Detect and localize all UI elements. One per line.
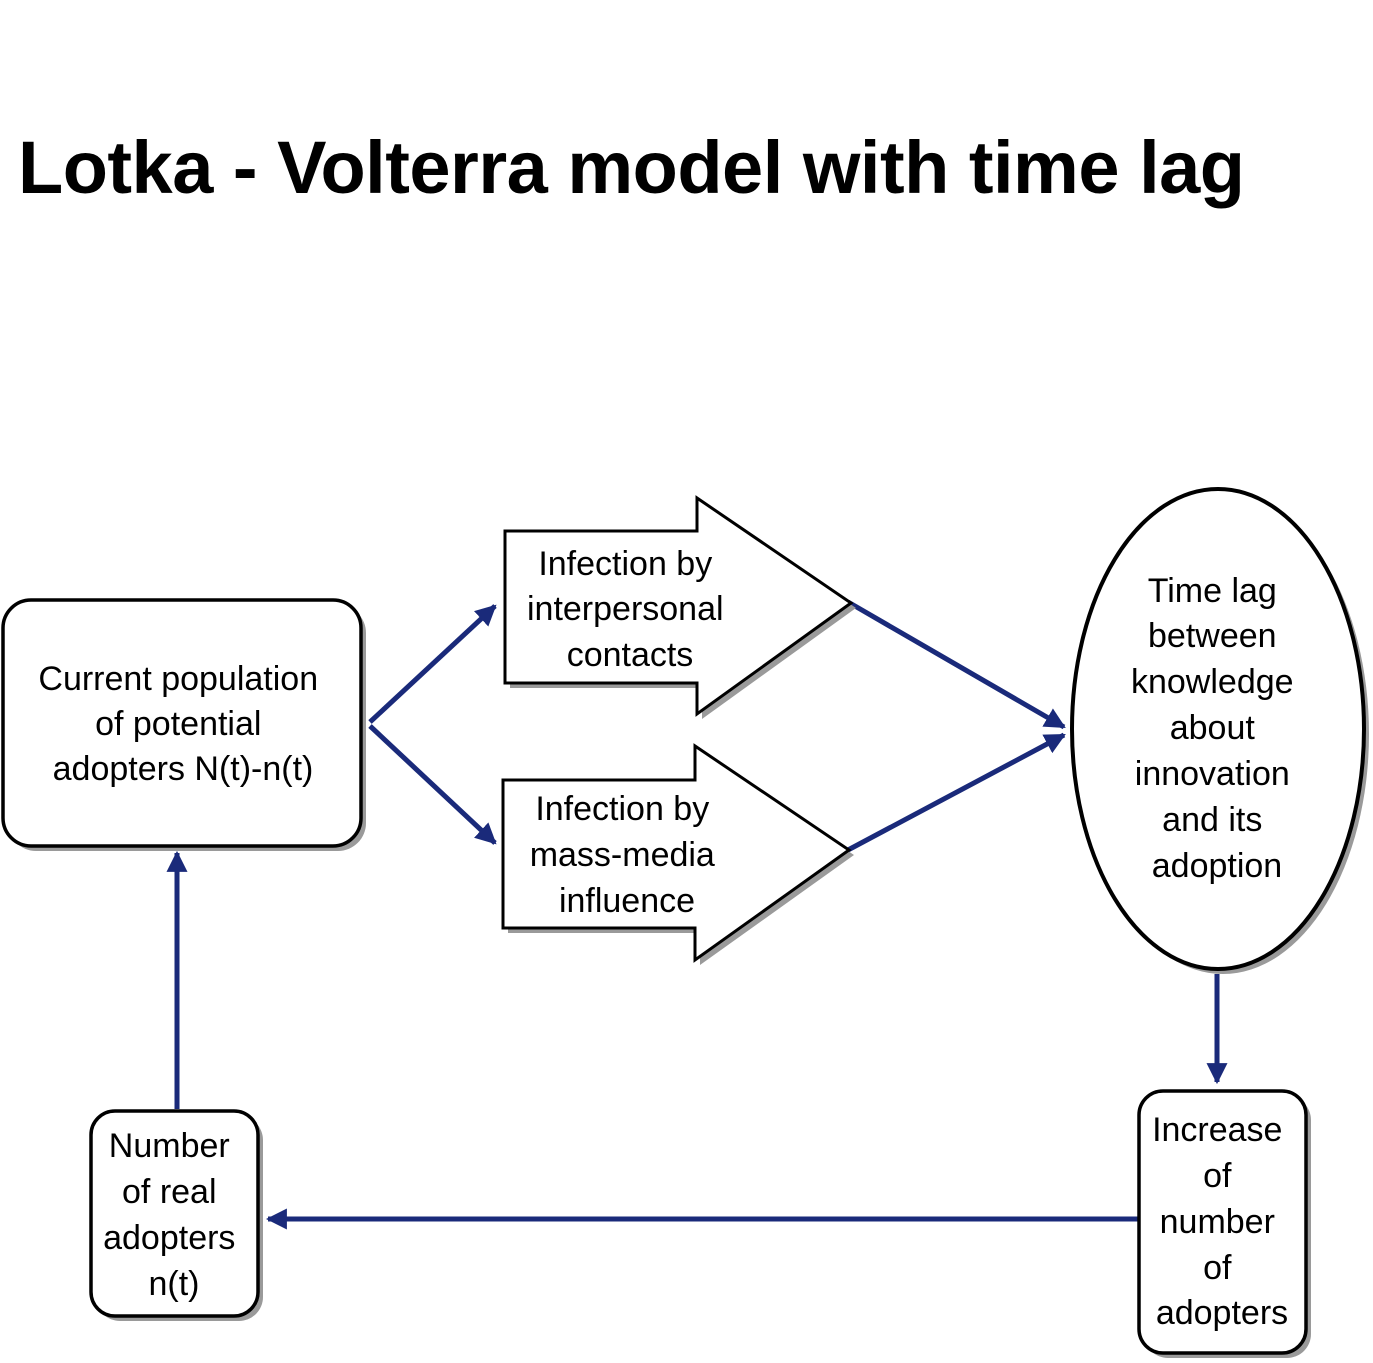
real-adopters-line-2: of real [122, 1173, 217, 1211]
increase-line-2: of [1203, 1157, 1232, 1195]
real-adopters-line-3: adopters [103, 1219, 235, 1257]
svg-text:Infection by interperson: Infection by interpersonal contacts [527, 545, 733, 674]
node-increase-adopters: Increase of number of adopters [1137, 1089, 1311, 1358]
node-mass-media-infection: Infection by mass-media influence [501, 743, 854, 965]
interpersonal-line-3: contacts [567, 636, 694, 674]
svg-text:Time lag between k: Time lag between knowledge about innovat… [1131, 572, 1303, 885]
time-lag-line-3: knowledge [1131, 663, 1294, 701]
edge-population-to-interpersonal [368, 604, 497, 724]
svg-text:Increase of number: Increase of number of adopters [1152, 1111, 1292, 1332]
mass-media-line-3: influence [559, 882, 695, 920]
interpersonal-line-2: interpersonal [527, 590, 724, 628]
current-population-line-2: of potential [95, 705, 261, 743]
svg-text:Infection by mass-media: Infection by mass-media influence [530, 790, 725, 920]
time-lag-line-6: and its [1162, 801, 1262, 839]
real-adopters-line-1: Number [109, 1127, 230, 1165]
svg-text:Current population of po: Current population of potential adopters… [38, 660, 327, 788]
increase-line-5: adopters [1156, 1294, 1288, 1332]
time-lag-line-5: innovation [1135, 755, 1290, 793]
node-real-adopters: Number of real adopters n(t) [89, 1109, 263, 1321]
connectors [166, 599, 1228, 1230]
edge-interpersonal-to-time-lag [846, 599, 1066, 730]
node-interpersonal-infection: Infection by interpersonal contacts [503, 495, 856, 719]
mass-media-line-1: Infection by [535, 790, 709, 828]
interpersonal-line-1: Infection by [538, 545, 712, 583]
increase-line-4: of [1203, 1249, 1232, 1287]
time-lag-line-1: Time lag [1148, 572, 1277, 610]
time-lag-line-7: adoption [1152, 847, 1282, 885]
node-time-lag: Time lag between knowledge about innovat… [1070, 487, 1369, 974]
mass-media-line-2: mass-media [530, 836, 715, 874]
time-lag-line-2: between [1148, 617, 1277, 655]
node-current-population: Current population of potential adopters… [1, 598, 366, 851]
current-population-line-1: Current population [38, 660, 318, 698]
real-adopters-line-4: n(t) [149, 1265, 200, 1303]
svg-text:Number of real ado: Number of real adopters n(t) [103, 1127, 245, 1303]
edge-population-to-mass-media [368, 724, 497, 845]
edge-mass-media-to-time-lag [846, 732, 1066, 853]
increase-line-3: number [1160, 1203, 1275, 1241]
increase-line-1: Increase [1152, 1111, 1282, 1149]
diagram-title: Lotka - Volterra model with time lag [18, 126, 1245, 209]
current-population-line-3: adopters N(t)-n(t) [53, 750, 314, 788]
time-lag-line-4: about [1170, 709, 1256, 747]
